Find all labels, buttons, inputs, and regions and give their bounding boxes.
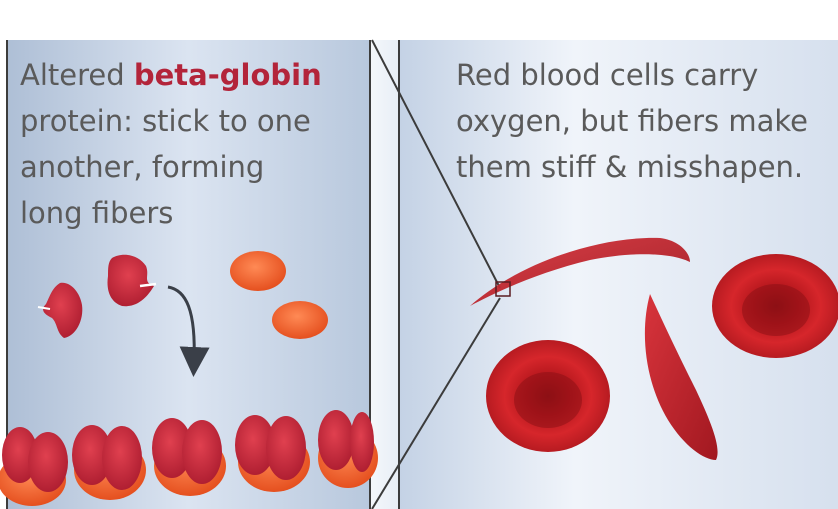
left-caption-line-2: protein: stick to one bbox=[20, 98, 365, 144]
red-blood-cell-1 bbox=[486, 340, 610, 452]
right-caption-line-2: oxygen, but fibers make bbox=[456, 98, 838, 144]
left-caption-line-1: Altered beta-globin bbox=[20, 52, 365, 98]
red-blood-cell-2 bbox=[712, 254, 838, 358]
left-caption-line-1-text: Altered bbox=[20, 58, 134, 92]
right-caption-line-1: Red blood cells carry bbox=[456, 52, 838, 98]
beta-globin-highlight: beta-globin bbox=[134, 58, 322, 92]
free-protein-4 bbox=[272, 301, 328, 339]
left-caption-line-4: long fibers bbox=[20, 190, 365, 236]
free-protein-3 bbox=[230, 251, 286, 291]
right-panel-caption: Red blood cells carry oxygen, but fibers… bbox=[456, 52, 838, 190]
left-panel-caption: Altered beta-globin protein: stick to on… bbox=[20, 52, 365, 236]
zoom-strip bbox=[370, 40, 399, 509]
left-caption-line-3: another, forming bbox=[20, 144, 365, 190]
right-caption-line-3: them stiff & misshapen. bbox=[456, 144, 838, 190]
